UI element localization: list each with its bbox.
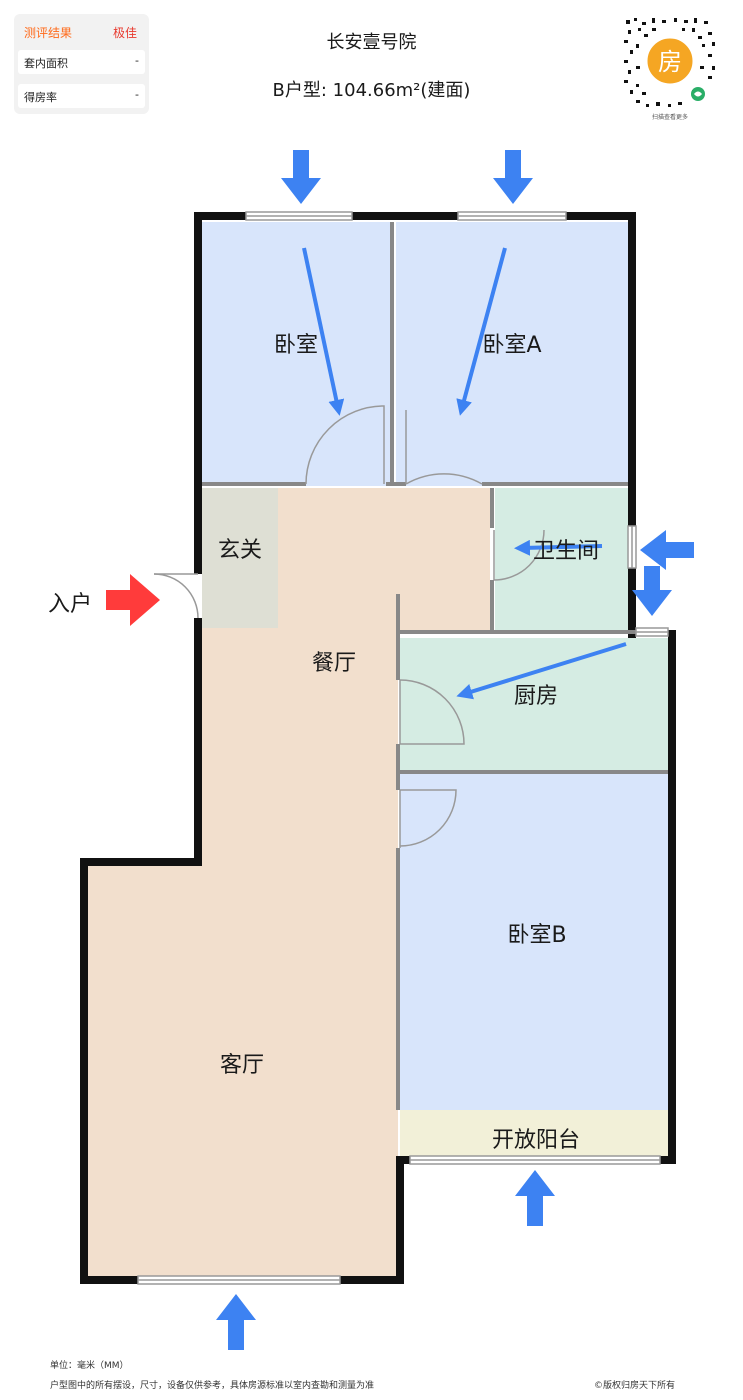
room-bedroom-b xyxy=(400,774,668,1110)
room-balcony xyxy=(400,1110,668,1156)
ventilation-arrows xyxy=(216,150,694,1350)
evaluation-row-value: - xyxy=(135,54,139,67)
evaluation-row-area: 套内面积 - xyxy=(18,50,145,74)
footer-copyright: ©版权归房天下所有 xyxy=(594,1381,676,1391)
footer-unit: 单位：毫米（MM） xyxy=(50,1361,129,1371)
room-bedroom-a xyxy=(396,222,628,486)
evaluation-card: 测评结果 极佳 套内面积 - 得房率 - xyxy=(14,14,149,114)
evaluation-row-ratio: 得房率 - xyxy=(18,84,145,108)
windows xyxy=(137,211,669,1285)
label-living: 客厅 xyxy=(220,1053,264,1078)
label-bedroom-a: 卧室A xyxy=(482,333,541,358)
label-kitchen: 厨房 xyxy=(514,684,558,709)
label-foyer: 玄关 xyxy=(218,538,262,563)
label-bathroom: 卫生间 xyxy=(533,539,599,564)
label-bedroom: 卧室 xyxy=(274,333,318,358)
label-dining: 餐厅 xyxy=(312,651,356,676)
project-name: 长安壹号院 xyxy=(326,32,417,53)
evaluation-row-label: 套内面积 xyxy=(24,57,68,70)
room-foyer xyxy=(202,488,278,628)
label-bedroom-b: 卧室B xyxy=(507,923,566,948)
room-kitchen xyxy=(400,638,668,770)
qr-code-icon[interactable]: 房 xyxy=(622,14,718,126)
label-balcony: 开放阳台 xyxy=(492,1128,580,1153)
entry-label: 入户 xyxy=(48,592,93,617)
evaluation-row-label: 得房率 xyxy=(24,91,57,104)
room-bedroom xyxy=(202,222,390,486)
outer-walls xyxy=(80,212,676,1284)
evaluation-row-value: - xyxy=(135,88,139,101)
qr-badge-text: 房 xyxy=(658,48,682,76)
entry-arrow-icon xyxy=(106,574,160,626)
evaluation-grade: 极佳 xyxy=(112,26,137,40)
room-bathroom xyxy=(495,488,628,630)
footer-disclaimer: 户型图中的所有摆设，尺寸，设备仅供参考，具体房源标准以室内查勘和测量为准 xyxy=(50,1381,375,1391)
unit-type: B户型: 104.66m²(建面) xyxy=(272,80,471,101)
doors xyxy=(153,405,545,848)
interior-walls xyxy=(202,222,668,1110)
evaluation-header: 测评结果 xyxy=(24,26,73,40)
qr-caption: 扫描查看更多 xyxy=(651,114,688,121)
room-living-dining xyxy=(88,488,490,1278)
